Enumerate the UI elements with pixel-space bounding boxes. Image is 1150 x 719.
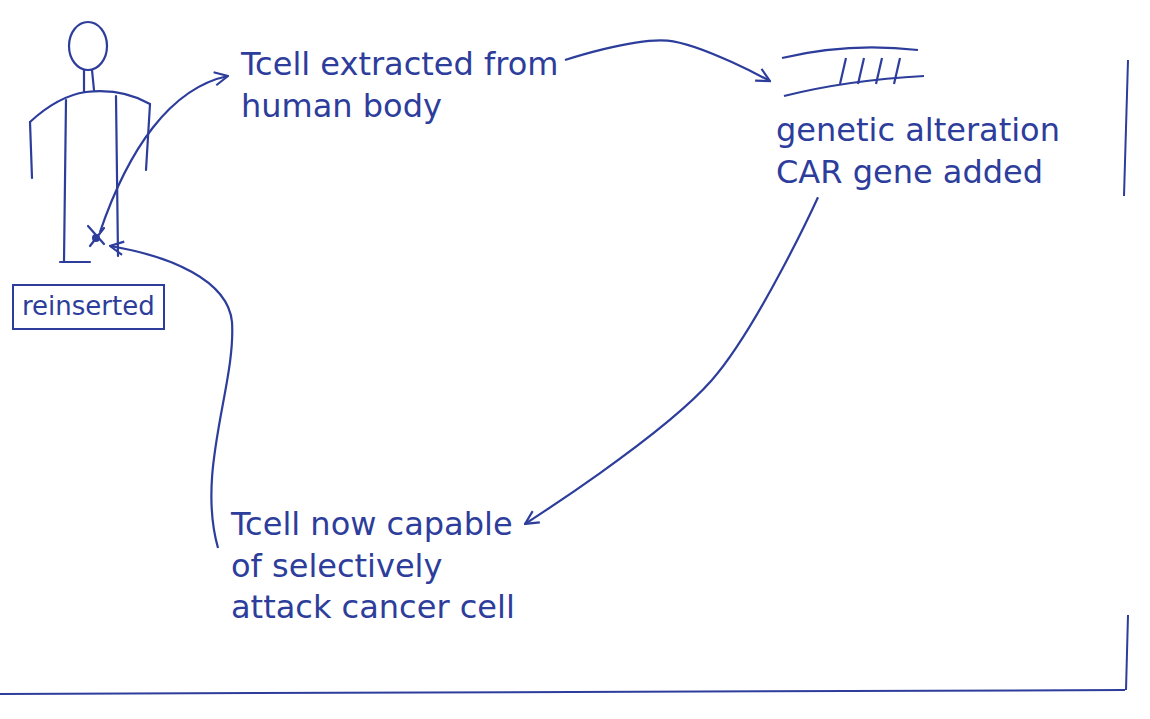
text-node: Tcell now capable of selectively attack … — [225, 500, 525, 633]
injection-dot — [92, 234, 100, 242]
gene-strands — [778, 36, 928, 106]
stick-figure — [30, 22, 150, 262]
page-rule — [1126, 615, 1128, 690]
text-node: Tcell extracted from human body — [235, 40, 565, 131]
text-node: genetic alteration CAR gene added — [770, 36, 1090, 197]
flow-arrow — [525, 197, 818, 524]
node-text: Tcell extracted from human body — [241, 44, 559, 127]
flow-arrow — [565, 40, 770, 81]
node-text: Tcell now capable of selectively attack … — [231, 504, 519, 629]
node-text: genetic alteration CAR gene added — [776, 110, 1084, 193]
extract-arrow — [100, 76, 228, 232]
page-rule — [0, 690, 1125, 694]
boxed-note: reinserted — [12, 284, 165, 330]
page-rule — [1124, 60, 1128, 196]
